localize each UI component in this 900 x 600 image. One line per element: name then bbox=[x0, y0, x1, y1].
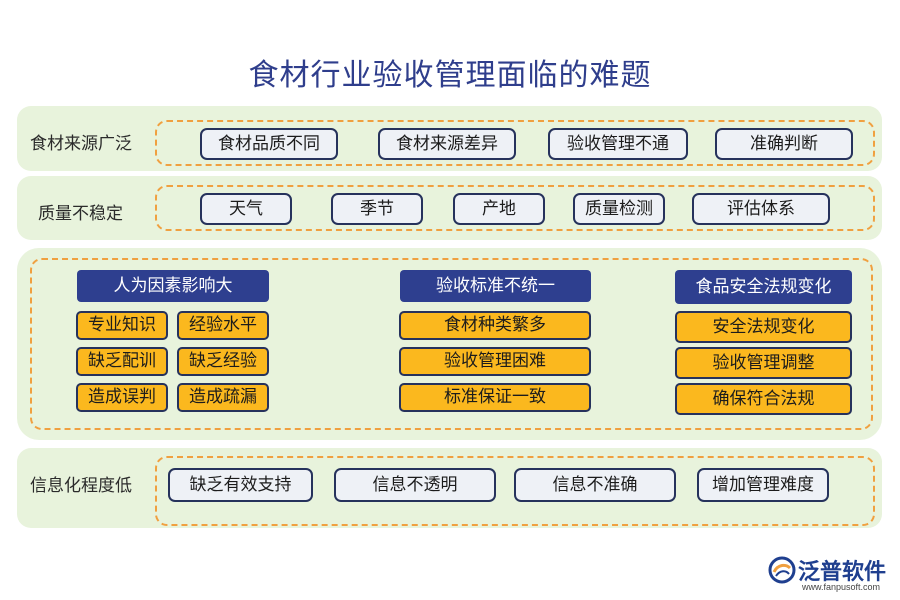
item-source-0: 食材品质不同 bbox=[200, 128, 338, 160]
item-standard-0: 食材种类繁多 bbox=[399, 311, 591, 340]
item-human-3: 缺乏经验 bbox=[177, 347, 269, 376]
item-human-2: 缺乏配训 bbox=[76, 347, 168, 376]
item-quality-0: 天气 bbox=[200, 193, 292, 225]
logo-url: www.fanpusoft.com bbox=[802, 582, 881, 592]
group-header-law: 食品安全法规变化 bbox=[675, 270, 852, 304]
item-quality-2: 产地 bbox=[453, 193, 545, 225]
item-source-1: 食材来源差异 bbox=[378, 128, 516, 160]
item-quality-1: 季节 bbox=[331, 193, 423, 225]
item-human-5: 造成疏漏 bbox=[177, 383, 269, 412]
group-header-standard: 验收标准不统一 bbox=[400, 270, 591, 302]
dashed-frame-source bbox=[155, 120, 875, 166]
item-standard-2: 标准保证一致 bbox=[399, 383, 591, 412]
band-label-info: 信息化程度低 bbox=[30, 476, 132, 496]
fanpu-logo-icon bbox=[768, 556, 796, 584]
dashed-frame-info bbox=[155, 456, 875, 526]
item-info-3: 增加管理难度 bbox=[697, 468, 829, 502]
item-law-1: 验收管理调整 bbox=[675, 347, 852, 379]
dashed-frame-quality bbox=[155, 185, 875, 231]
group-header-human: 人为因素影响大 bbox=[77, 270, 269, 302]
item-quality-4: 评估体系 bbox=[692, 193, 830, 225]
item-info-0: 缺乏有效支持 bbox=[168, 468, 313, 502]
item-law-0: 安全法规变化 bbox=[675, 311, 852, 343]
logo-name: 泛普软件 bbox=[798, 560, 887, 585]
band-label-source: 食材来源广泛 bbox=[30, 134, 132, 154]
fanpu-logo: 泛普软件 www.fanpusoft.com bbox=[768, 552, 893, 596]
item-info-1: 信息不透明 bbox=[334, 468, 496, 502]
item-quality-3: 质量检测 bbox=[573, 193, 665, 225]
dashed-frame-middle bbox=[30, 258, 873, 430]
item-human-4: 造成误判 bbox=[76, 383, 168, 412]
item-source-2: 验收管理不通 bbox=[548, 128, 688, 160]
item-law-2: 确保符合法规 bbox=[675, 383, 852, 415]
item-human-1: 经验水平 bbox=[177, 311, 269, 340]
item-info-2: 信息不准确 bbox=[514, 468, 676, 502]
item-human-0: 专业知识 bbox=[76, 311, 168, 340]
page-title: 食材行业验收管理面临的难题 bbox=[248, 58, 652, 93]
band-label-quality: 质量不稳定 bbox=[38, 204, 123, 224]
item-standard-1: 验收管理困难 bbox=[399, 347, 591, 376]
item-source-3: 准确判断 bbox=[715, 128, 853, 160]
